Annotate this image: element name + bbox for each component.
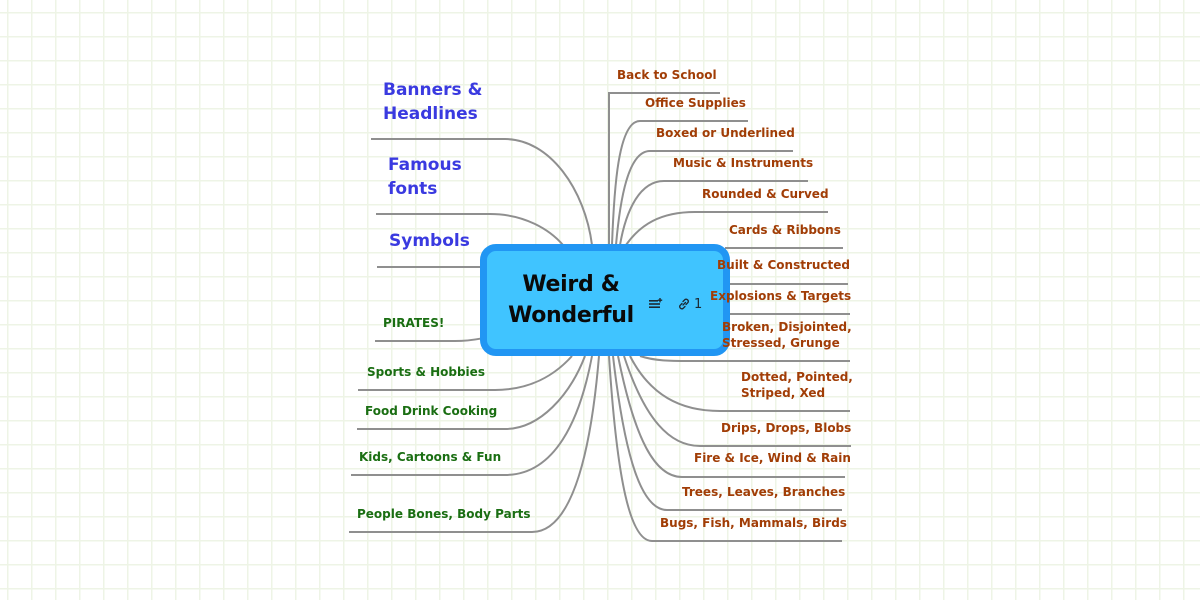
topic-label-line: Dotted, Pointed, — [741, 370, 853, 384]
connector-rounded — [625, 211, 828, 246]
link-icon[interactable]: 1 — [677, 297, 702, 312]
topic-famous-fonts[interactable]: Famous fonts — [388, 153, 462, 201]
topic-back-to-school[interactable]: Back to School — [617, 68, 717, 82]
topic-pirates[interactable]: PIRATES! — [383, 316, 445, 330]
connector-back-to-school — [608, 92, 720, 245]
topic-people-bones-body-parts[interactable]: People Bones, Body Parts — [357, 507, 531, 521]
connector-sports — [358, 355, 573, 391]
topic-kids-cartoons-fun[interactable]: Kids, Cartoons & Fun — [359, 450, 502, 464]
connector-dotted — [629, 355, 850, 412]
connector-people — [349, 355, 600, 533]
topic-label-line: Striped, Xed — [741, 386, 826, 400]
central-title-line: Wonderful — [508, 303, 634, 328]
topic-broken-disjointed[interactable]: Broken, Disjointed, Stressed, Grunge — [722, 319, 852, 351]
topic-fire-ice-wind-rain[interactable]: Fire & Ice, Wind & Rain — [694, 451, 851, 465]
topic-banners-headlines[interactable]: Banners & Headlines — [383, 78, 482, 126]
topic-boxed-underlined[interactable]: Boxed or Underlined — [656, 126, 795, 140]
topic-rounded-curved[interactable]: Rounded & Curved — [702, 187, 829, 201]
topic-explosions-targets[interactable]: Explosions & Targets — [710, 289, 852, 303]
connector-bugs — [608, 355, 842, 542]
central-topic-icons: 1 — [649, 295, 702, 313]
notes-add-icon[interactable] — [649, 298, 663, 310]
connector-office-supplies — [611, 120, 748, 246]
topic-label-line: Stressed, Grunge — [722, 336, 840, 350]
topic-symbols[interactable]: Symbols — [389, 231, 470, 251]
connector-trees — [612, 355, 842, 511]
topic-label-line: fonts — [388, 179, 438, 199]
topic-label-line: Banners & — [383, 80, 483, 100]
topic-drips-drops-blobs[interactable]: Drips, Drops, Blobs — [721, 421, 852, 435]
connector-fire-ice — [617, 355, 845, 478]
topic-music-instruments[interactable]: Music & Instruments — [673, 156, 814, 170]
connector-banners — [371, 138, 593, 246]
topic-bugs-fish-mammals-birds[interactable]: Bugs, Fish, Mammals, Birds — [660, 516, 847, 530]
central-topic[interactable]: Weird & Wonderful 1 — [480, 244, 730, 356]
topic-dotted-pointed[interactable]: Dotted, Pointed, Striped, Xed — [741, 369, 853, 401]
topic-label-line: Famous — [388, 155, 462, 175]
connector-famous-fonts — [376, 213, 564, 246]
connector-drips — [623, 355, 851, 447]
connector-food — [357, 355, 586, 430]
topic-office-supplies[interactable]: Office Supplies — [645, 96, 746, 110]
link-count: 1 — [694, 296, 703, 312]
central-topic-title: Weird & Wonderful — [501, 269, 641, 331]
connector-broken — [639, 355, 850, 362]
connector-music — [619, 180, 808, 246]
topic-label-line: Broken, Disjointed, — [722, 320, 852, 334]
topic-label-line: Headlines — [383, 104, 478, 124]
connector-kids — [351, 355, 593, 476]
connector-boxed — [615, 150, 793, 246]
topic-sports-hobbies[interactable]: Sports & Hobbies — [367, 365, 485, 379]
central-title-line: Weird & — [522, 272, 620, 297]
topic-cards-ribbons[interactable]: Cards & Ribbons — [729, 223, 841, 237]
topic-trees-leaves-branches[interactable]: Trees, Leaves, Branches — [682, 485, 846, 499]
connector-pirates — [375, 337, 485, 342]
topic-built-constructed[interactable]: Built & Constructed — [717, 258, 850, 272]
topic-food-drink-cooking[interactable]: Food Drink Cooking — [365, 404, 498, 418]
